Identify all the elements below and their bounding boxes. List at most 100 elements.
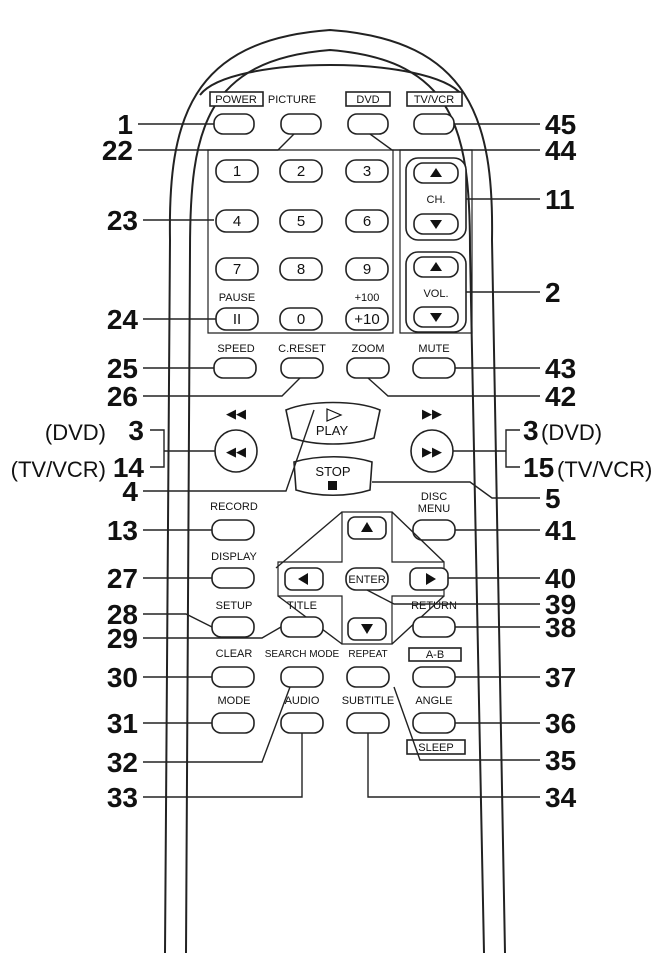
- nav-down-button[interactable]: [347, 617, 387, 641]
- callout-27: 27: [107, 563, 138, 594]
- leader-28: [143, 613, 213, 628]
- pause-label: PAUSE: [219, 292, 255, 304]
- callout-3-right: 3: [523, 415, 539, 446]
- digit-3-button[interactable]: 3: [345, 159, 389, 183]
- digit-2-button[interactable]: 2: [279, 159, 323, 183]
- record-button[interactable]: [211, 519, 255, 541]
- clear-label: CLEAR: [216, 648, 253, 660]
- sleep-label-box: [406, 739, 466, 755]
- triangle-up-icon: [361, 522, 373, 532]
- callout-42: 42: [545, 381, 576, 412]
- callout-38: 38: [545, 612, 576, 643]
- leader-4: [143, 409, 315, 492]
- mode-label: MODE: [218, 695, 251, 707]
- digit-4-button[interactable]: 4: [215, 209, 259, 233]
- skip-forward-icon: ▶▶: [422, 406, 442, 421]
- bracket-right: [505, 429, 520, 468]
- ch-up-button[interactable]: [413, 162, 459, 184]
- callout-23: 23: [107, 205, 138, 236]
- callout-29: 29: [107, 623, 138, 654]
- title-button[interactable]: [280, 616, 324, 638]
- digit-8-button[interactable]: 8: [279, 257, 323, 281]
- subtitle-button[interactable]: [346, 712, 390, 734]
- angle-button[interactable]: [412, 712, 456, 734]
- plus10-button[interactable]: +10: [345, 307, 389, 331]
- digit-3-label: 3: [363, 163, 371, 180]
- digit-6-label: 6: [363, 213, 371, 230]
- play-label: PLAY: [316, 423, 349, 438]
- vol-up-button[interactable]: [413, 256, 459, 278]
- callout-26: 26: [107, 381, 138, 412]
- audio-label: AUDIO: [285, 695, 320, 707]
- leader-44: [369, 133, 540, 151]
- record-label: RECORD: [210, 501, 258, 513]
- power-label: POWER: [215, 94, 257, 106]
- callout-2: 2: [545, 277, 561, 308]
- ab-button[interactable]: [412, 666, 456, 688]
- search-mode-button[interactable]: [280, 666, 324, 688]
- callout-35: 35: [545, 745, 576, 776]
- digit-9-button[interactable]: 9: [345, 257, 389, 281]
- zoom-button[interactable]: [346, 357, 390, 379]
- picture-button[interactable]: [280, 113, 322, 135]
- callout-3-left: 3: [128, 415, 144, 446]
- creset-label: C.RESET: [278, 343, 326, 355]
- digit-7-button[interactable]: 7: [215, 257, 259, 281]
- dvd-button[interactable]: [347, 113, 389, 135]
- fast-forward-icon: ▶▶: [422, 444, 442, 459]
- nav-left-button[interactable]: [284, 567, 324, 591]
- digit-5-button[interactable]: 5: [279, 209, 323, 233]
- bracket-left: [150, 429, 165, 468]
- callout-1: 1: [117, 109, 133, 140]
- rewind-button[interactable]: ◀◀: [214, 429, 258, 473]
- enter-button[interactable]: ENTER: [345, 567, 389, 591]
- dvd-label: DVD: [356, 94, 379, 106]
- callout-14: 14: [113, 452, 145, 483]
- callout-15: 15: [523, 452, 554, 483]
- callout-30: 30: [107, 662, 138, 693]
- pause-button[interactable]: II: [215, 307, 259, 331]
- keypad-outline: [207, 149, 394, 334]
- stop-button[interactable]: STOP: [293, 456, 373, 496]
- disc-menu-button[interactable]: [412, 519, 456, 541]
- triangle-left-icon: [298, 573, 308, 585]
- setup-label: SETUP: [216, 600, 253, 612]
- clear-button[interactable]: [211, 666, 255, 688]
- speed-label: SPEED: [217, 343, 254, 355]
- setup-button[interactable]: [211, 616, 255, 638]
- triangle-up-icon: [430, 262, 442, 271]
- speed-button[interactable]: [213, 357, 257, 379]
- return-label: RETURN: [411, 600, 457, 612]
- nav-diagonal-ur: [391, 511, 445, 563]
- nav-up-button[interactable]: [347, 516, 387, 540]
- digit-6-button[interactable]: 6: [345, 209, 389, 233]
- leader-39: [366, 589, 540, 605]
- power-button[interactable]: [213, 113, 255, 135]
- fast-forward-button[interactable]: ▶▶: [410, 429, 454, 473]
- digit-1-button[interactable]: 1: [215, 159, 259, 183]
- sleep-label: SLEEP: [418, 742, 453, 754]
- return-button[interactable]: [412, 616, 456, 638]
- ch-down-button[interactable]: [413, 213, 459, 235]
- tvvcr-button[interactable]: [413, 113, 455, 135]
- stop-icon: [328, 481, 337, 490]
- picture-label: PICTURE: [268, 94, 316, 106]
- digit-0-button[interactable]: 0: [279, 307, 323, 331]
- callout-13: 13: [107, 515, 138, 546]
- audio-button[interactable]: [280, 712, 324, 734]
- play-button[interactable]: PLAY: [285, 401, 381, 445]
- creset-button[interactable]: [280, 357, 324, 379]
- mute-button[interactable]: [412, 357, 456, 379]
- display-button[interactable]: [211, 567, 255, 589]
- mode-button[interactable]: [211, 712, 255, 734]
- vol-label: VOL.: [423, 288, 448, 300]
- ab-label: A-B: [426, 649, 444, 661]
- mode-tvvcr-left: (TV/VCR): [11, 457, 106, 482]
- vol-down-button[interactable]: [413, 306, 459, 328]
- callout-34: 34: [545, 782, 577, 813]
- callout-40: 40: [545, 563, 576, 594]
- nav-right-button[interactable]: [409, 567, 449, 591]
- tvvcr-label-box: [406, 91, 463, 107]
- repeat-button[interactable]: [346, 666, 390, 688]
